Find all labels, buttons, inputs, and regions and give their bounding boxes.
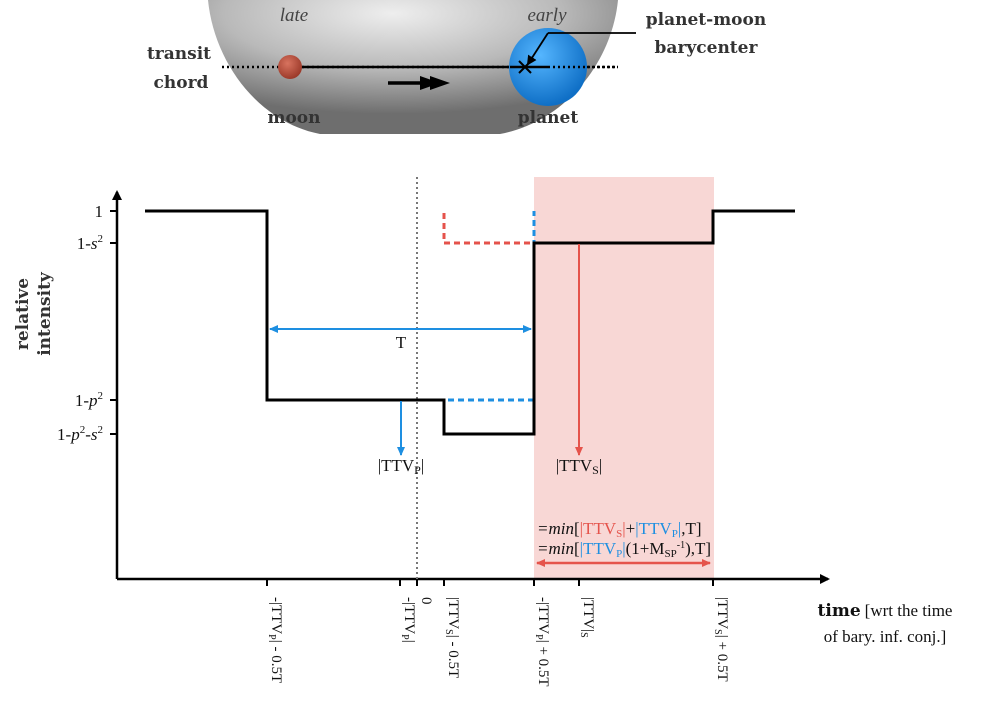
barycenter-label-line2: barycenter: [655, 38, 759, 58]
x-label-c: |TTVS| - 0.5T: [443, 597, 461, 678]
x-axis-title-line2: of bary. inf. conj.]: [824, 627, 947, 646]
transit-label-line2: chord: [154, 73, 209, 93]
planet-label: planet: [518, 108, 579, 128]
y-label-1-s2: 1-s2: [77, 233, 103, 253]
late-label: late: [280, 5, 309, 26]
y-label-1-p2: 1-p2: [75, 390, 103, 410]
moon-body: [278, 55, 302, 79]
early-label: early: [527, 5, 567, 26]
y-label-1: 1: [95, 202, 104, 221]
transit-label-line1: transit: [147, 44, 211, 64]
light-curve-plot: T |TTVP| |TTVS| =min[|TTVS|+|TTVP|,T] =m…: [13, 177, 952, 687]
barycenter-label-line1: planet-moon: [646, 10, 766, 30]
stellar-disc-schematic: late early transit chord planet-moon bar…: [147, 0, 766, 134]
barycenter-pointer-diag: [526, 32, 549, 66]
x-label-f: |TTVS| + 0.5T: [712, 597, 730, 682]
y-axis-title-line2: intensity: [35, 271, 55, 356]
x-label-a: -|TTVP| - 0.5T: [266, 597, 284, 683]
formula-line2: =min[|TTVP|(1+MSP-1),T]: [537, 539, 711, 560]
y-axis-title-line1: relative: [13, 278, 33, 350]
planet-curve: [265, 211, 536, 402]
formula-line1: =min[|TTVS|+|TTVP|,T]: [537, 519, 702, 540]
ttv-moon-label: |TTVS|: [556, 456, 603, 477]
x-label-e: |TTV|S: [578, 597, 596, 638]
x-label-b: -|TTVP|: [399, 597, 417, 643]
x-label-zero: 0: [418, 597, 434, 605]
motion-arrow: [388, 76, 450, 90]
x-label-d: -|TTVP| + 0.5T: [533, 597, 551, 687]
y-label-1-p2-s2: 1-p2-s2: [57, 424, 103, 444]
moon-curve: [442, 213, 713, 245]
moon-label: moon: [267, 108, 320, 128]
ttv-planet-label: |TTVP|: [378, 456, 425, 477]
duration-label: T: [396, 333, 407, 352]
combined-curve: [145, 209, 795, 436]
x-axis-title-line1: time[wrt the time: [818, 601, 953, 621]
